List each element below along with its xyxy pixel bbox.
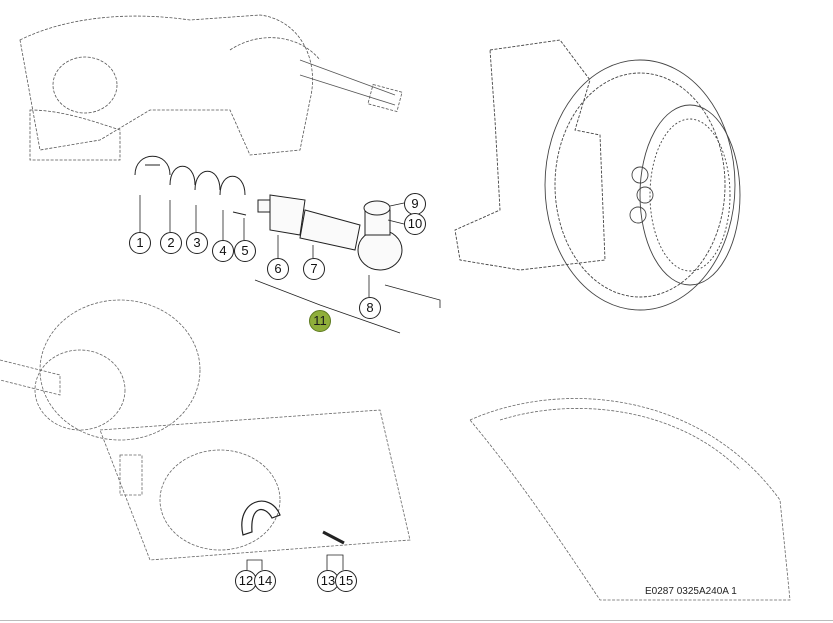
- callout-4[interactable]: 4: [212, 240, 234, 262]
- callout-11-highlighted[interactable]: 11: [309, 310, 331, 332]
- document-id: E0287 0325A240A 1: [645, 586, 737, 597]
- callout-6[interactable]: 6: [267, 258, 289, 280]
- callout-15[interactable]: 15: [335, 570, 357, 592]
- axle-housing-upper: [19, 14, 403, 161]
- axle-housing-lower: [0, 299, 791, 601]
- callout-7[interactable]: 7: [303, 258, 325, 280]
- callout-8[interactable]: 8: [359, 297, 381, 319]
- bottom-divider: [0, 620, 833, 621]
- callout-9[interactable]: 9: [404, 193, 426, 215]
- callout-1[interactable]: 1: [129, 232, 151, 254]
- callout-5[interactable]: 5: [234, 240, 256, 262]
- tie-rod-assembly: [257, 194, 403, 271]
- lower-clip-and-bolt: [241, 500, 345, 545]
- callout-2[interactable]: 2: [160, 232, 182, 254]
- callout-12[interactable]: 12: [235, 570, 257, 592]
- callout-3[interactable]: 3: [186, 232, 208, 254]
- callout-14[interactable]: 14: [254, 570, 276, 592]
- callout-10[interactable]: 10: [404, 213, 426, 235]
- leader-lines: [139, 195, 441, 570]
- shims-and-bolt: [134, 155, 247, 216]
- planetary-hub: [454, 39, 741, 311]
